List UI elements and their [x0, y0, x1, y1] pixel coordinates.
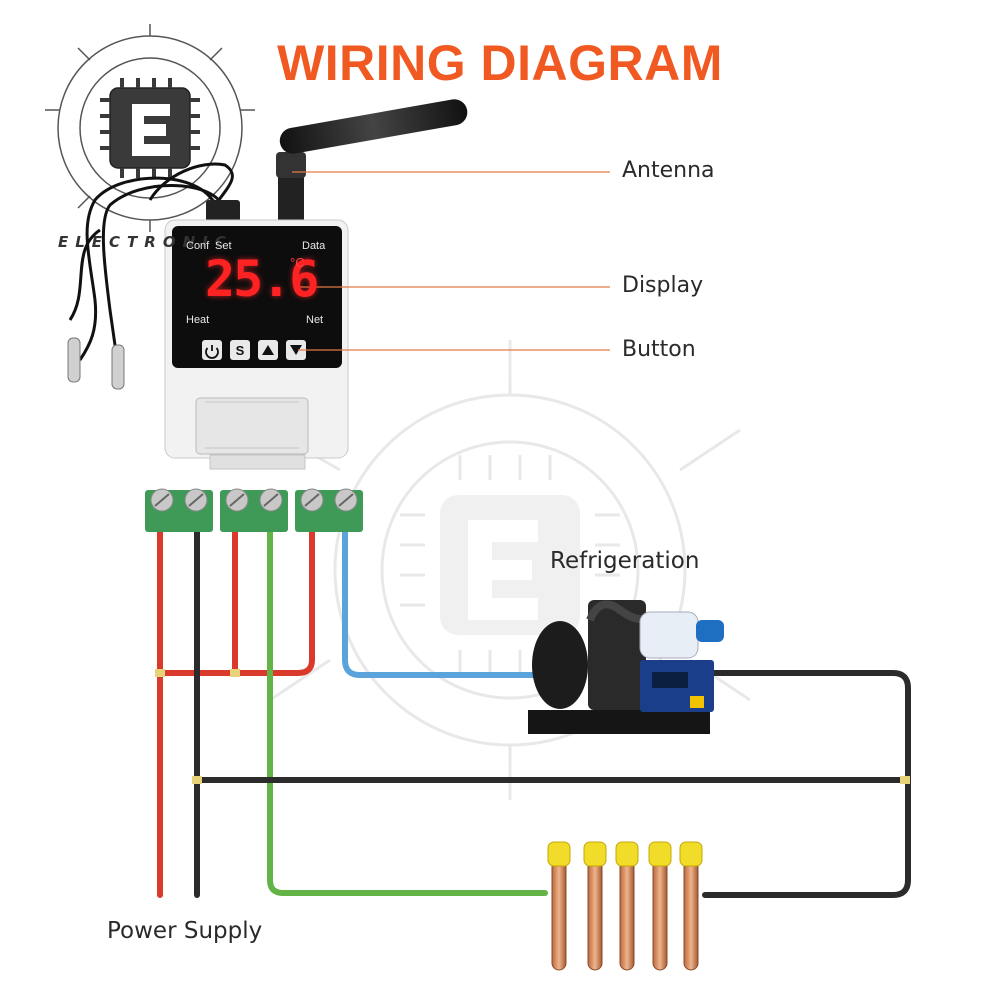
temperature-unit: °C	[290, 255, 305, 270]
button-label: Button	[622, 337, 696, 362]
set-button-label: S	[236, 343, 245, 358]
signal-wire	[342, 522, 543, 678]
terminal-blocks	[145, 488, 363, 532]
page-title: WIRING DIAGRAM	[277, 35, 723, 91]
display-label-heat: Heat	[186, 314, 210, 326]
load-red-wire-2	[157, 522, 315, 676]
ground-wire	[267, 522, 548, 896]
display-label: Display	[622, 273, 704, 298]
display-label-net: Net	[306, 314, 324, 326]
display-label-data: Data	[302, 240, 326, 252]
electronic-logo	[45, 24, 255, 232]
set-button[interactable]	[230, 340, 250, 360]
callout-lines	[292, 171, 610, 351]
heating-elements	[547, 841, 703, 971]
refrigeration-label: Refrigeration	[550, 548, 700, 574]
antenna-label: Antenna	[622, 158, 715, 183]
down-arrow-icon	[290, 345, 302, 355]
temperature-readout: 25.6	[205, 250, 319, 308]
display-label-set: Set	[215, 240, 232, 252]
watermark-chip-graphic	[269, 340, 751, 800]
probe-tip-1	[67, 337, 81, 383]
antenna	[206, 99, 468, 222]
wire-junctions	[155, 669, 910, 784]
refrigeration-compressor-unit	[528, 600, 724, 734]
logo-text: ELECTRONIC	[58, 233, 233, 251]
power-icon	[205, 345, 219, 359]
up-arrow-icon	[262, 345, 274, 355]
compressor-return-wire	[697, 670, 911, 898]
display-label-conf: Conf	[186, 240, 210, 252]
power-supply-label: Power Supply	[107, 918, 263, 944]
thermostat-controller	[164, 219, 349, 470]
device-buttons: S	[202, 340, 306, 360]
probe-tip-2	[111, 344, 125, 390]
wires	[157, 522, 911, 898]
